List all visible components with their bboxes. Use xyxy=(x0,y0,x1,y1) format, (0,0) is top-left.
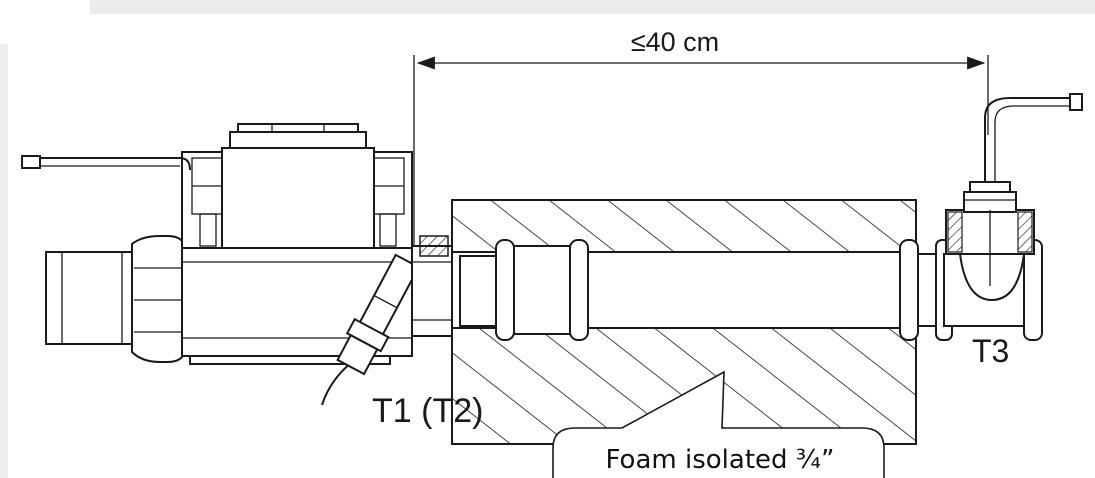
sensor-port-t2 xyxy=(419,235,449,257)
sensor-t1 xyxy=(321,253,420,406)
callout-text: Foam isolated ¾” xyxy=(606,445,835,475)
inlet-pipe-stub xyxy=(45,251,139,345)
left-shade xyxy=(0,44,8,478)
sensor-t1-t2-label: T1 (T2) xyxy=(372,392,483,430)
pipe-segment xyxy=(451,239,919,341)
outlet-coupling xyxy=(411,235,453,337)
inlet-hex-nut xyxy=(131,235,187,363)
dimension-line xyxy=(413,55,989,248)
dimension-label: ≤40 cm xyxy=(631,27,719,57)
insulation-callout xyxy=(552,370,885,478)
sensor-t3-tee xyxy=(917,93,1083,341)
meter-top-plate xyxy=(229,131,367,149)
meter-display-block xyxy=(221,147,375,249)
sensor-t3-label: T3 xyxy=(972,333,1009,369)
top-shade xyxy=(90,0,1095,14)
